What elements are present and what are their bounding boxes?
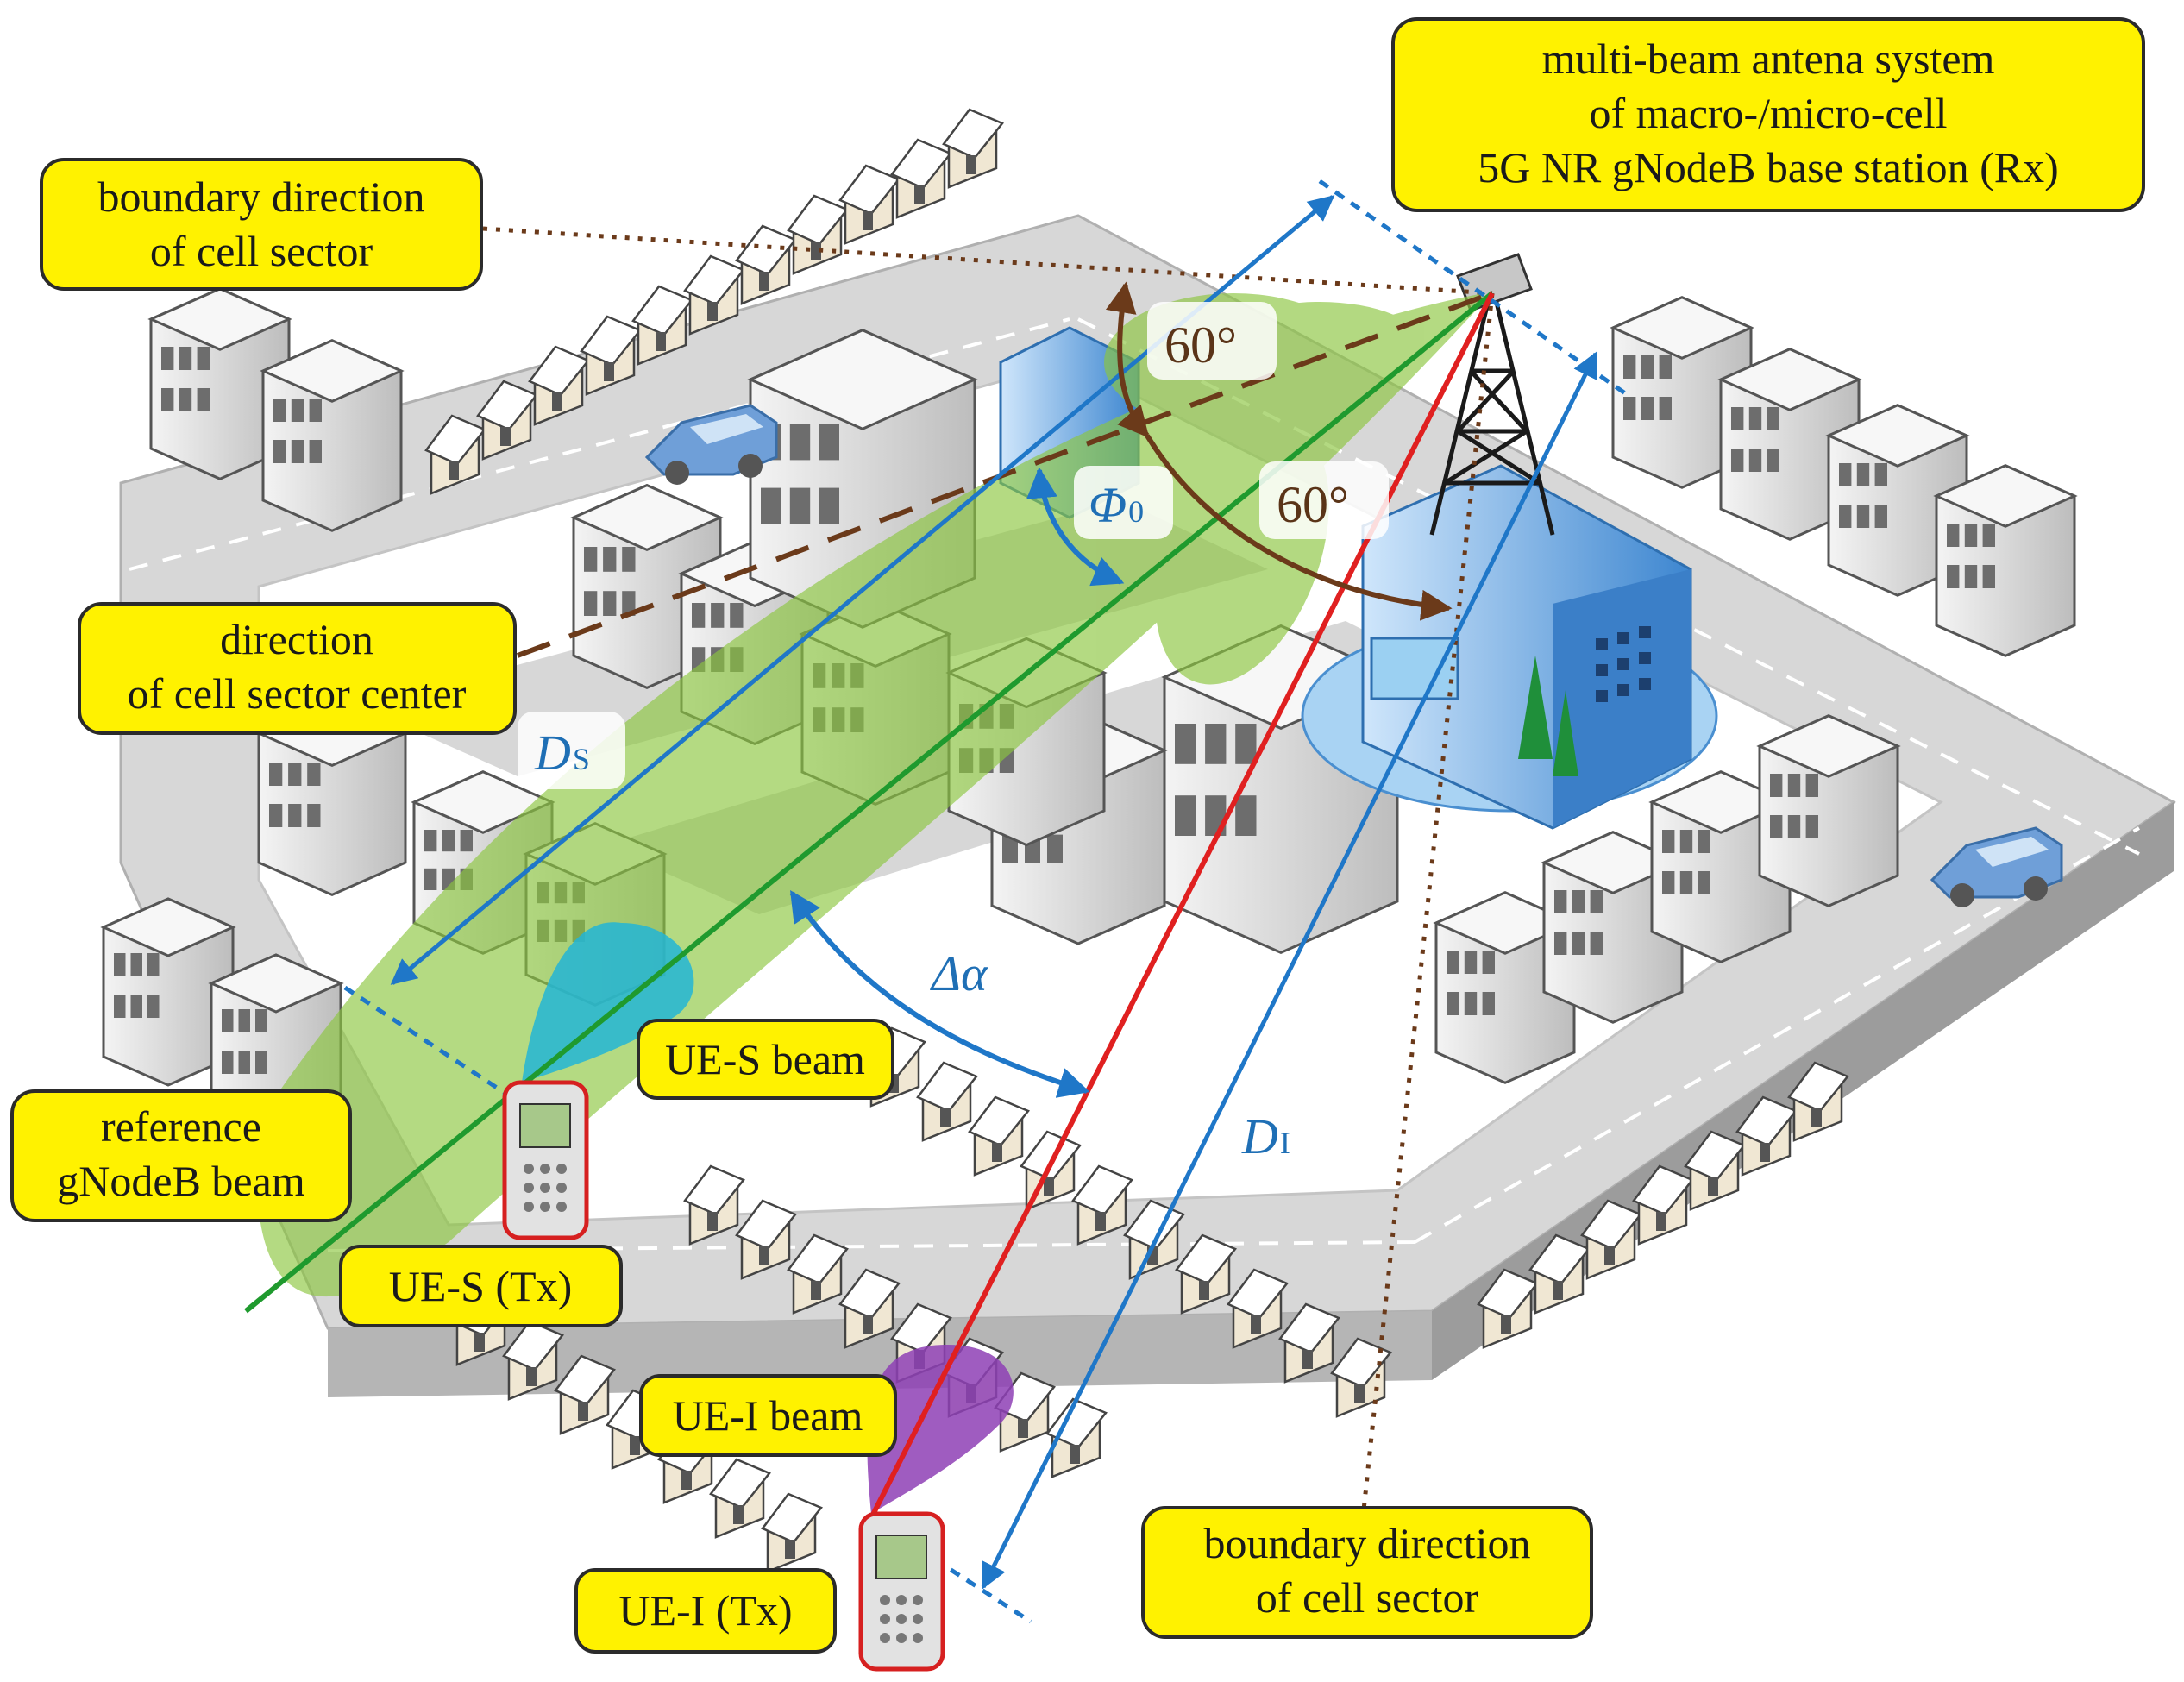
delta-alpha-arc bbox=[789, 889, 1090, 1098]
svg-text:DS: DS bbox=[534, 725, 590, 781]
ds-label: DS bbox=[518, 712, 625, 789]
svg-text:of cell sector center: of cell sector center bbox=[128, 669, 467, 718]
svg-text:Δα: Δα bbox=[930, 945, 988, 1001]
antenna-baseline bbox=[1318, 179, 1632, 399]
house-icon bbox=[735, 1199, 798, 1280]
house-icon bbox=[890, 138, 953, 219]
phone-icon bbox=[858, 1511, 945, 1672]
house-icon bbox=[761, 1492, 824, 1573]
svg-text:UE-I beam: UE-I beam bbox=[673, 1391, 863, 1440]
svg-text:UE-S (Tx): UE-S (Tx) bbox=[389, 1262, 572, 1310]
ue-i-beam bbox=[867, 1345, 1014, 1514]
angle-arc-top bbox=[1105, 281, 1150, 438]
car-icon bbox=[1930, 826, 2063, 907]
house-icon bbox=[1735, 1095, 1798, 1177]
svg-text:boundary direction: boundary direction bbox=[1203, 1519, 1530, 1567]
house-icon bbox=[709, 1458, 772, 1539]
office-building-icon bbox=[1756, 714, 1901, 907]
svg-text:5G NR gNodeB base station (Rx): 5G NR gNodeB base station (Rx) bbox=[1478, 143, 2059, 191]
svg-text:boundary direction: boundary direction bbox=[97, 173, 424, 221]
svg-text:reference: reference bbox=[101, 1102, 261, 1151]
svg-text:gNodeB beam: gNodeB beam bbox=[57, 1157, 305, 1205]
phone-icon bbox=[502, 1080, 589, 1240]
callout-ue-s-tx: UE-S (Tx) bbox=[339, 1245, 623, 1327]
house-icon bbox=[787, 194, 850, 275]
phi-arc bbox=[1026, 467, 1125, 587]
angle-arc-mid bbox=[1145, 434, 1453, 621]
phi0-label: Φ0 bbox=[1074, 466, 1173, 539]
delta-alpha-label: Δα bbox=[914, 932, 1044, 1009]
callout-reference-beam: reference gNodeB beam bbox=[10, 1089, 352, 1222]
svg-text:multi-beam antena system: multi-beam antena system bbox=[1542, 35, 1995, 83]
callout-boundary-bottom: boundary direction of cell sector bbox=[1141, 1506, 1593, 1639]
callout-boundary-top: boundary direction of cell sector bbox=[40, 158, 483, 291]
svg-text:Φ0: Φ0 bbox=[1089, 477, 1144, 533]
house-icon bbox=[942, 108, 1005, 189]
house-icon bbox=[787, 1233, 850, 1315]
di-arrow bbox=[981, 351, 1598, 1590]
office-building-icon bbox=[1610, 296, 1754, 489]
house-icon bbox=[683, 1164, 746, 1246]
angle-label-mid: 60° bbox=[1259, 461, 1389, 539]
office-building-icon bbox=[100, 897, 236, 1087]
office-building-icon bbox=[1825, 404, 1970, 597]
svg-text:UE-I (Tx): UE-I (Tx) bbox=[618, 1586, 792, 1635]
office-building-icon bbox=[1933, 464, 2078, 657]
svg-text:of cell sector: of cell sector bbox=[1256, 1573, 1479, 1622]
callout-ue-s-beam: UE-S beam bbox=[637, 1019, 894, 1100]
di-label: DI bbox=[1225, 1095, 1333, 1173]
svg-text:direction: direction bbox=[220, 615, 373, 663]
svg-text:DI: DI bbox=[1241, 1108, 1290, 1164]
house-icon bbox=[554, 1354, 617, 1435]
house-icon bbox=[502, 1320, 565, 1401]
svg-text:of cell sector: of cell sector bbox=[150, 227, 373, 275]
svg-text:of macro-/micro-cell: of macro-/micro-cell bbox=[1589, 89, 1947, 137]
house-icon bbox=[1787, 1061, 1850, 1142]
office-building-icon bbox=[1717, 348, 1862, 541]
house-icon bbox=[838, 164, 901, 245]
callout-ue-i-beam: UE-I beam bbox=[639, 1374, 897, 1457]
house-icon bbox=[735, 224, 798, 305]
svg-text:60°: 60° bbox=[1277, 476, 1349, 533]
di-baseline bbox=[869, 1516, 1032, 1624]
angle-label-top: 60° bbox=[1147, 302, 1277, 380]
callout-antenna-system: multi-beam antena system of macro-/micro… bbox=[1391, 17, 2145, 212]
house-icon bbox=[838, 1268, 901, 1349]
callout-sector-center: direction of cell sector center bbox=[78, 602, 517, 735]
office-building-icon bbox=[1648, 770, 1793, 963]
office-building-icon bbox=[260, 339, 405, 532]
callout-ue-i-tx: UE-I (Tx) bbox=[574, 1568, 837, 1654]
svg-text:UE-S beam: UE-S beam bbox=[665, 1035, 865, 1083]
svg-text:60°: 60° bbox=[1164, 317, 1237, 373]
